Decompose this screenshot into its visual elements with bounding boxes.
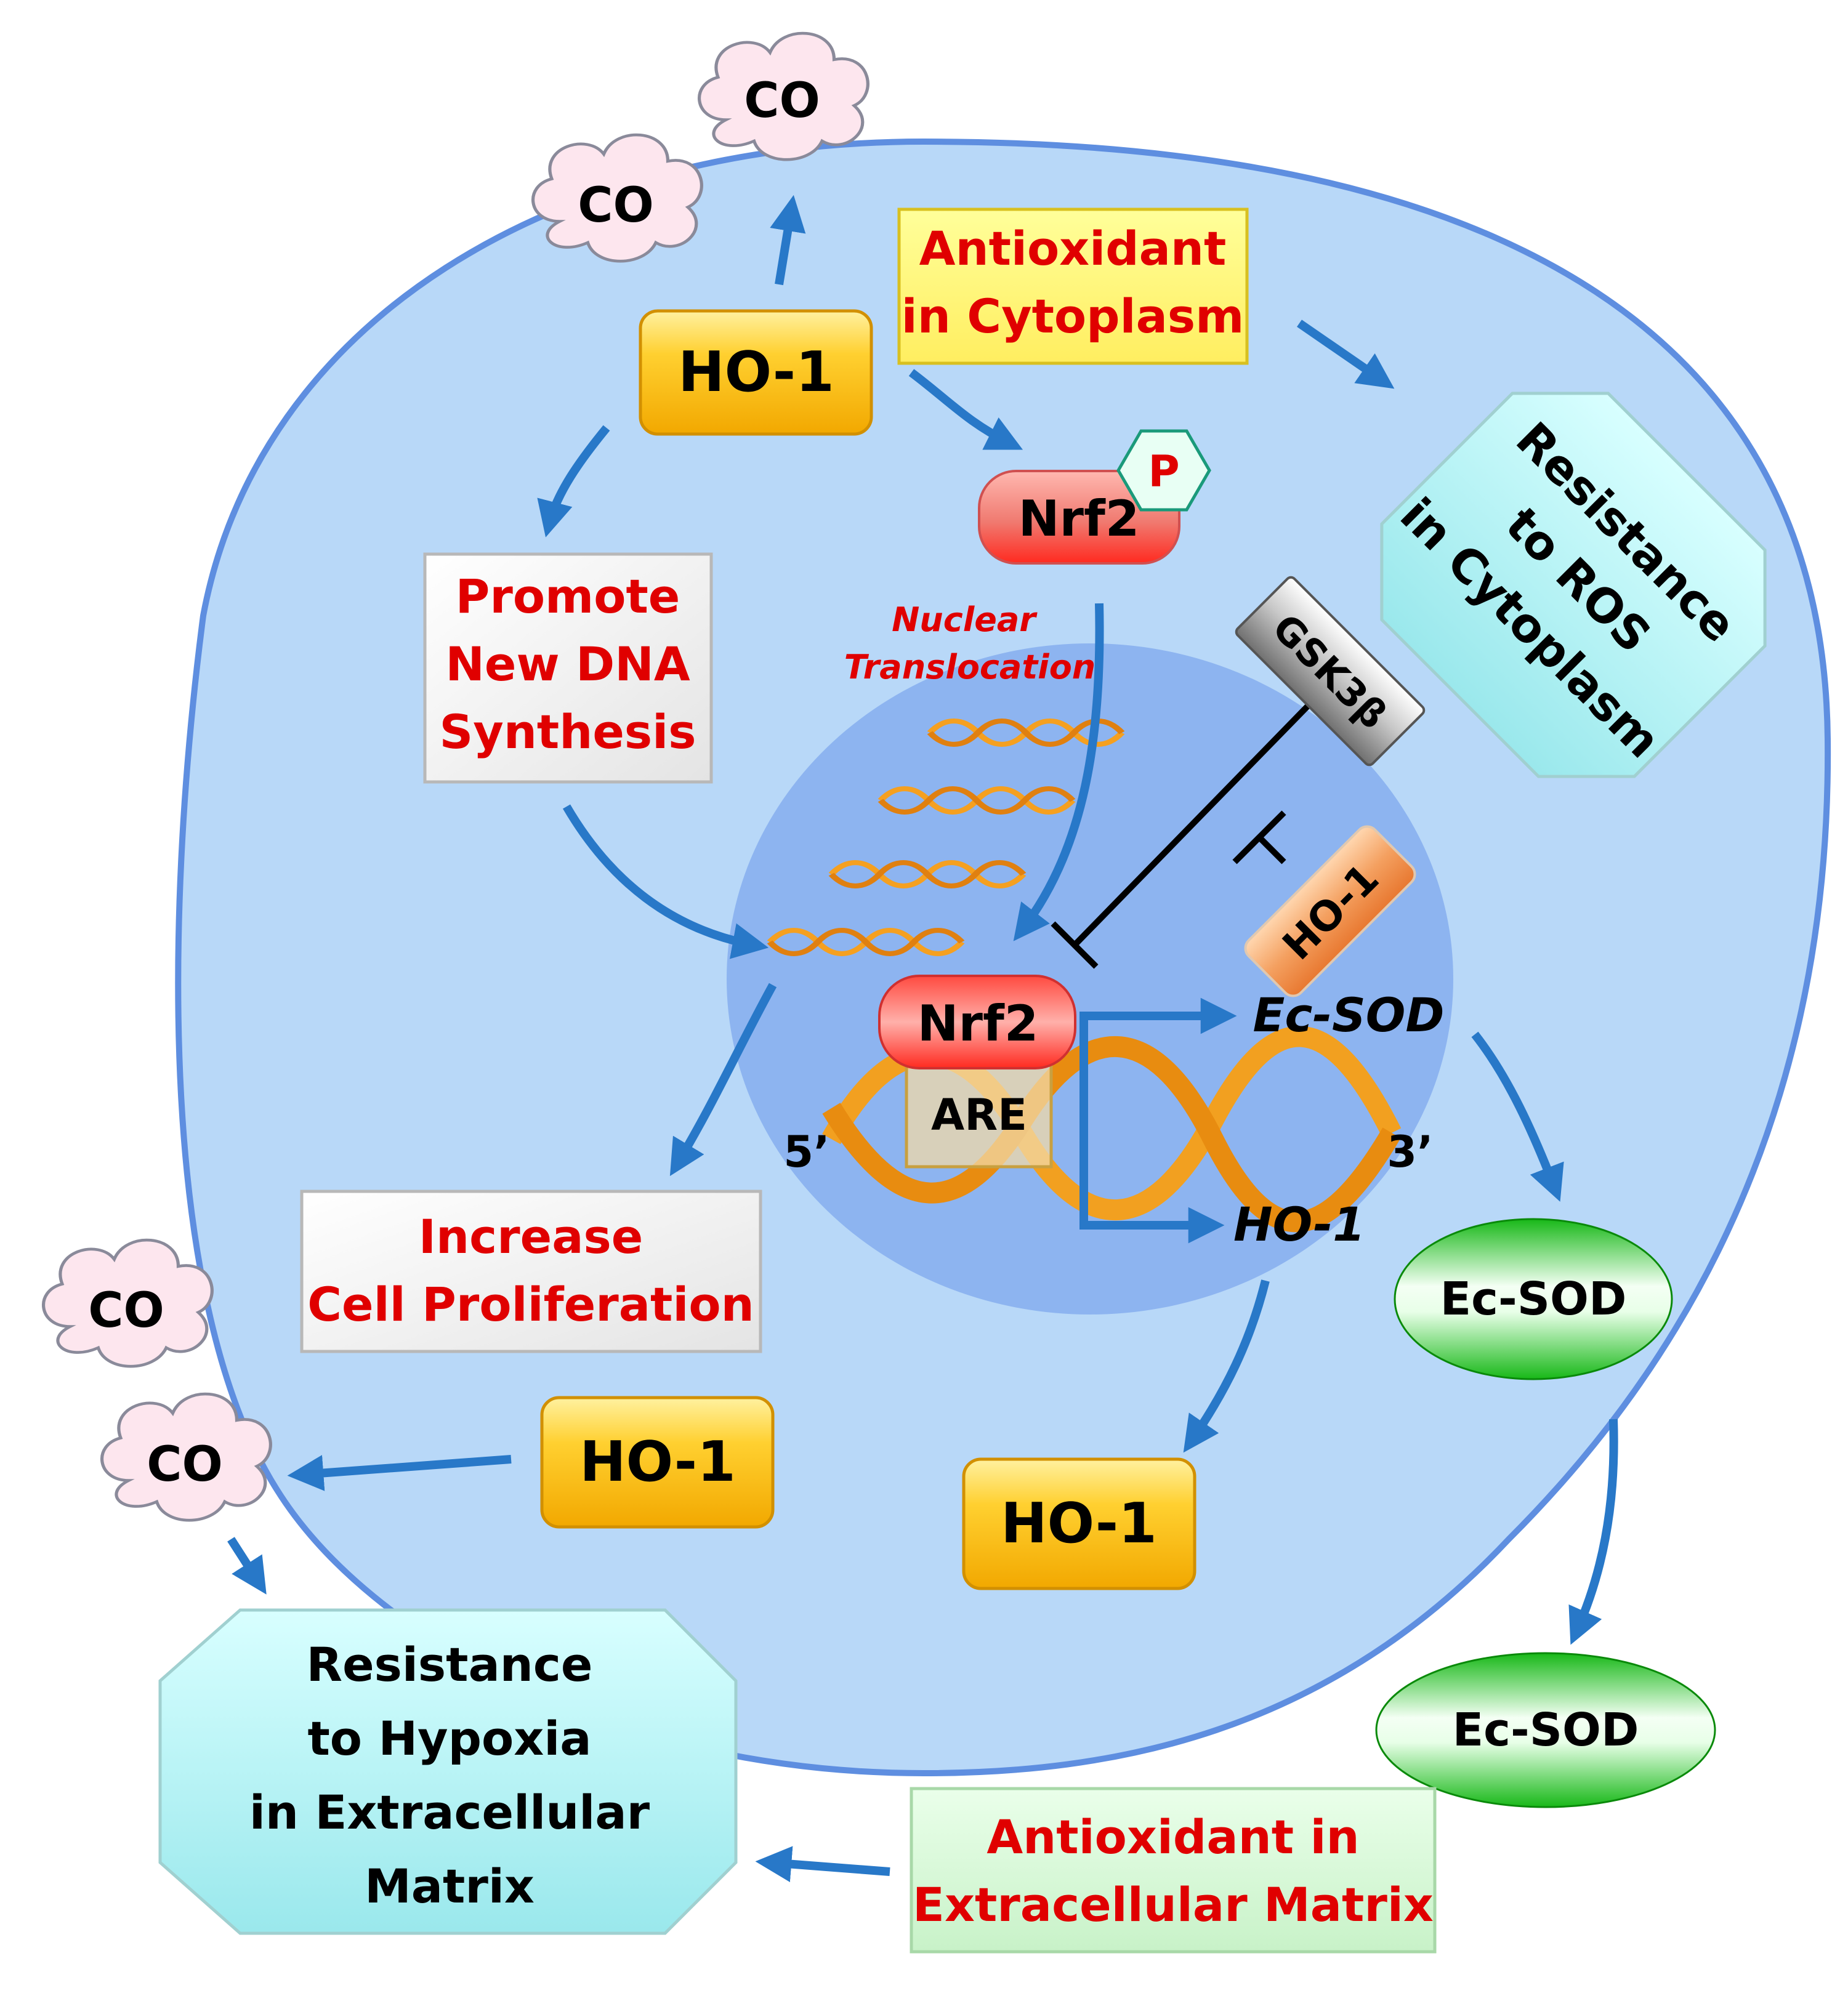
three-prime-label: 3’ (1387, 1127, 1433, 1177)
promote-dna-line1: Promote (456, 569, 680, 624)
arrow-ecsod-gene-to-protein (1471, 1031, 1564, 1202)
inhibit-ho1-gsk3b-bar (1232, 810, 1286, 864)
co-label-top-right: CO (744, 73, 820, 129)
nrf2-protein-cytoplasm-label: Nrf2 (1019, 490, 1140, 547)
arrow-gene-ho1 (1079, 1133, 1225, 1244)
ho1-protein-bottom (962, 1457, 1196, 1590)
inhibit-ho1-gsk3b (1257, 835, 1286, 864)
arrow-gene-ecsod (1079, 997, 1237, 1133)
ho1-protein-left-label: HO-1 (579, 1430, 735, 1494)
phosphate-hexagon (1116, 429, 1211, 512)
ho1-protein-top-label: HO-1 (678, 340, 834, 405)
ho1-protein-left (540, 1396, 775, 1529)
ecsod-protein-inner (1394, 1218, 1673, 1380)
antioxidant-cytoplasm-box (897, 207, 1249, 365)
promote-dna-line2: New DNA (445, 637, 690, 691)
gene-ecsod-label: Ec-SOD (1253, 988, 1445, 1042)
increase-proliferation-box (300, 1190, 762, 1353)
antioxidant-cytoplasm-line1: Antioxidant (919, 221, 1227, 276)
arrow-nrf2-translocation (1013, 603, 1104, 941)
are-element (905, 1057, 1053, 1169)
nuclear-translocation-line2: Translocation (844, 648, 1095, 686)
arrow-ho1-to-promote (537, 425, 610, 538)
inhibit-gsk3b-nrf2 (1072, 693, 1320, 948)
arrow-co-to-hypoxia (227, 1537, 267, 1595)
arrow-promote-to-dna (562, 804, 769, 959)
arrow-dna-to-proliferation (669, 983, 777, 1177)
increase-proliferation-line2: Cell Proliferation (307, 1277, 754, 1332)
gene-ho1-label: HO-1 (1233, 1197, 1365, 1252)
resistance-hypoxia-line3: in Extracellular (249, 1785, 650, 1840)
antioxidant-ecm-line2: Extracellular Matrix (913, 1877, 1434, 1932)
nrf2-protein-nucleus-label: Nrf2 (918, 995, 1039, 1052)
increase-proliferation-line1: Increase (419, 1209, 644, 1264)
ecsod-protein-inner-label: Ec-SOD (1440, 1273, 1627, 1326)
antioxidant-ecm-line1: Antioxidant in (987, 1810, 1359, 1864)
nrf2-protein-cytoplasm (978, 470, 1180, 565)
inhibit-gsk3b-nrf2-bar (1051, 921, 1099, 969)
five-prime-label: 5’ (783, 1127, 829, 1177)
phosphate-label: P (1148, 446, 1179, 497)
arrow-ho1-gene-to-protein (1183, 1279, 1270, 1453)
arrow-ho1-to-co-left (287, 1455, 512, 1491)
antioxidant-cytoplasm-line2: in Cytoplasm (902, 289, 1245, 344)
resistance-hypoxia-line1: Resistance (307, 1637, 593, 1692)
resistance-hypoxia-box (158, 1608, 738, 1935)
co-label-bottom-lower: CO (147, 1437, 223, 1492)
resistance-ros-box: Resistance to ROS in Cytoplasm (1380, 392, 1767, 778)
ecsod-protein-outer (1375, 1652, 1716, 1808)
ecsod-protein-outer-label: Ec-SOD (1453, 1704, 1639, 1757)
arrow-antioxidant-to-ros (1297, 320, 1395, 389)
arrow-ecm-to-hypoxia (755, 1846, 890, 1883)
co-label-bottom-upper: CO (88, 1283, 164, 1339)
ho1-protein-bottom-label: HO-1 (1001, 1491, 1156, 1556)
co-label-top-left: CO (578, 178, 654, 233)
resistance-hypoxia-line2: to Hypoxia (307, 1711, 591, 1766)
arrow-ho1-to-nrf2 (908, 369, 1023, 450)
promote-dna-box (423, 552, 713, 784)
ho1-protein-top (639, 309, 873, 436)
antioxidant-ecm-box (910, 1787, 1437, 1954)
arrow-ho1-to-co (770, 195, 806, 286)
nuclear-translocation-line1: Nuclear (892, 600, 1038, 639)
resistance-hypoxia-line4: Matrix (365, 1859, 535, 1914)
nrf2-protein-nucleus (878, 975, 1076, 1069)
are-label: ARE (931, 1090, 1027, 1140)
promote-dna-line3: Synthesis (440, 704, 696, 759)
arrow-ecsod-export (1568, 1419, 1618, 1645)
